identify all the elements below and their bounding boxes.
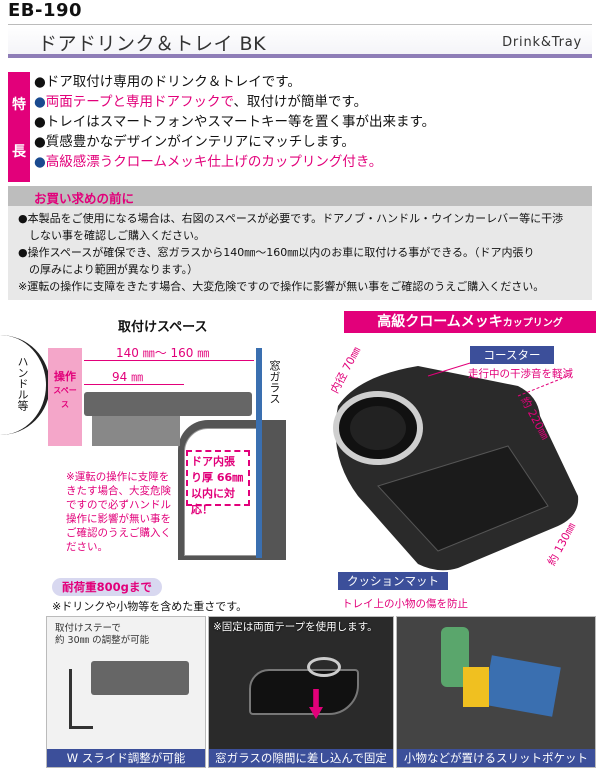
notice-line: ※運転の操作に支障をきたす場合、大変危険ですので操作に影響が無い事をご確認のうえ… [18, 280, 545, 293]
product-title-en: Drink&Tray [502, 35, 582, 50]
panel-window-insert: ※固定は両面テープを使用します。 窓ガラスの隙間に差し込んで固定 [208, 616, 394, 768]
notice-heading: お買い求めの前に [8, 186, 592, 206]
tray-side-cup [92, 416, 180, 446]
window-glass [256, 348, 262, 558]
notice-line: の厚みにより範囲が異なります。） [18, 263, 199, 276]
dim-line-inner [84, 384, 184, 385]
panel-caption: 小物などが置けるスリットポケット [397, 749, 595, 767]
bottom-panels: 取付けステーで 約 30㎜ の調整が可能 W スライド調整が可能 ※固定は両面テ… [0, 616, 600, 770]
features-section: 特 長 ●ドア取付け専用のドリンク＆トレイです。 ●両面テープと専用ドアフックで… [8, 72, 592, 184]
dim-inner: 94 ㎜ [112, 370, 144, 384]
before-purchase-notice: お買い求めの前に ●本製品をご使用になる場合は、右図のスペースが必要です。ドアノ… [8, 186, 592, 300]
slide-note: 取付けステーで 約 30㎜ の調整が可能 [55, 623, 150, 646]
tray-product-image [333, 355, 579, 571]
door-thickness-note: ドア内張り厚 66㎜以内に対応！ [186, 450, 250, 516]
panel-slit-pocket: 小物などが置けるスリットポケット [396, 616, 596, 768]
product-title-jp: ドアドリンク＆トレイ BK [38, 33, 267, 55]
tray-side-view [84, 392, 252, 416]
window-label: 窓ガラス [268, 360, 281, 404]
operation-space-label: 操作スペース [53, 370, 77, 409]
features-tag: 特 長 [8, 72, 30, 182]
feature-item: ●高級感漂うクロームメッキ仕上げのカップリング付き。 [34, 154, 383, 170]
cushion-mat-label: クッションマット [338, 572, 448, 590]
notice-body: ●本製品をご使用になる場合は、右図のスペースが必要です。ドアノブ・ハンドル・ウイ… [8, 206, 592, 295]
operation-space [48, 348, 82, 446]
title-bar: ドアドリンク＆トレイ BK Drink&Tray [8, 24, 592, 58]
panel-slide-adjust: 取付けステーで 約 30㎜ の調整が可能 W スライド調整が可能 [46, 616, 206, 768]
coaster-label: コースター [470, 346, 554, 364]
dim-total: 140 ㎜〜 160 ㎜ [116, 346, 210, 360]
feature-item: ●質感豊かなデザインがインテリアにマッチします。 [34, 134, 355, 150]
caution-note: ※運転の操作に支障をきたす場合、大変危険ですので必ずハンドル操作に影響が無い事を… [66, 471, 171, 553]
coaster-description: 走行中の干渉音を軽減 [468, 368, 573, 380]
panel-note: ※固定は両面テープを使用します。 [213, 621, 378, 633]
feature-item: ●ドア取付け専用のドリンク＆トレイです。 [34, 74, 301, 90]
panel-caption: 窓ガラスの隙間に差し込んで固定 [209, 749, 393, 767]
load-capacity-badge: 耐荷重800gまで [52, 578, 162, 596]
features-tag-char-1: 特 [12, 96, 26, 113]
panel-caption: W スライド調整が可能 [47, 749, 205, 767]
features-tag-char-2: 長 [12, 143, 26, 160]
features-list: ●ドア取付け専用のドリンク＆トレイです。 ●両面テープと専用ドアフックで、取付け… [34, 72, 435, 172]
chrome-ring-banner: 高級クロームメッキカップリング [344, 311, 596, 333]
load-capacity-note: ※ドリンクや小物等を含めた重さです。 [52, 600, 248, 613]
notice-line: しない事を確認しご購入ください。 [18, 229, 205, 242]
handle-label: ハンドル等 [16, 356, 29, 411]
notice-line: ●本製品をご使用になる場合は、右図のスペースが必要です。ドアノブ・ハンドル・ウイ… [18, 212, 564, 225]
notice-line: ●操作スペースが確保でき、窓ガラスから140㎜〜160㎜以内のお車に取付ける事が… [18, 246, 535, 259]
feature-item: ●両面テープと専用ドアフックで、取付けが簡単です。 [34, 94, 368, 110]
install-space-title: 取付けスペース [118, 320, 208, 335]
feature-item: ●トレイはスマートフォンやスマートキー等を置く事が出来ます。 [34, 114, 436, 130]
cushion-mat-description: トレイ上の小物の傷を防止 [342, 598, 468, 610]
dim-line-total [84, 360, 254, 361]
model-number: EB-190 [8, 0, 83, 21]
